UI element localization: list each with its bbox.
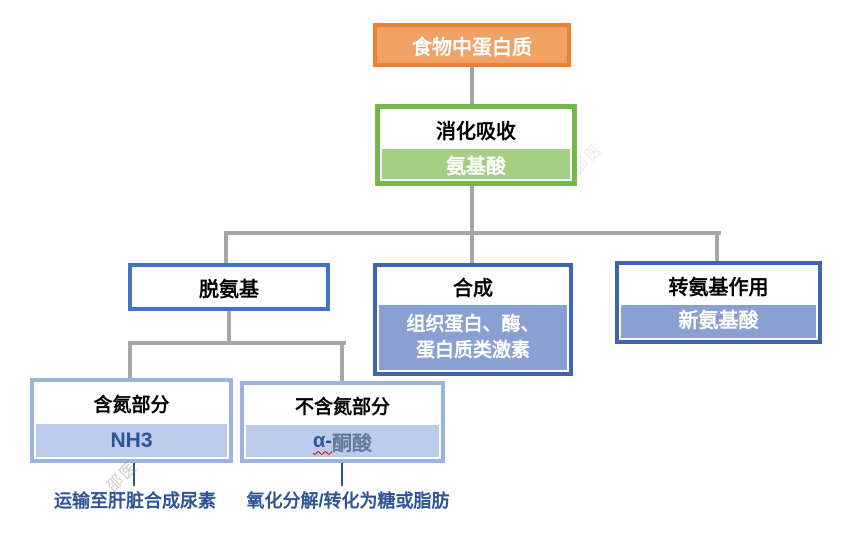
connector-drop-transamination xyxy=(715,231,719,263)
connector-branch-horizontal xyxy=(224,231,721,235)
node-synthesis-result-line2: 蛋白质类激素 xyxy=(415,339,530,361)
node-digestion-result: 氨基酸 xyxy=(382,149,570,179)
node-non-nitrogen-part: 不含氮部分 α-酮酸 xyxy=(240,381,445,463)
node-deamination: 脱氨基 xyxy=(128,263,330,311)
node-transamination: 转氨基作用 新氨基酸 xyxy=(615,261,822,344)
node-digestion-title: 消化吸收 xyxy=(436,120,516,143)
node-deamination-title: 脱氨基 xyxy=(199,278,259,301)
node-synthesis-result-line1: 组织蛋白、酶、 xyxy=(406,313,540,335)
connector-nitrogen-to-urea-note xyxy=(133,463,135,486)
node-non-nitrogen-part-title: 不含氮部分 xyxy=(294,396,390,418)
connector-non-nitrogen-to-oxidation-note xyxy=(341,463,343,486)
node-nitrogen-part: 含氮部分 NH3 xyxy=(30,378,233,463)
node-digestion: 消化吸收 氨基酸 xyxy=(375,104,577,186)
oxidation-note: 氧化分解/转化为糖或脂肪 xyxy=(246,491,450,511)
node-synthesis-result: 组织蛋白、酶、 蛋白质类激素 xyxy=(379,305,567,370)
connector-deamination-horizontal xyxy=(128,341,346,345)
alpha-keto-rest: 酮酸 xyxy=(331,432,372,455)
connector-drop-deamination xyxy=(224,231,228,265)
connector-drop-nitrogen xyxy=(128,341,132,380)
alpha-keto-prefix: α- xyxy=(313,429,332,452)
node-nitrogen-part-result: NH3 xyxy=(36,424,227,457)
node-synthesis: 合成 组织蛋白、酶、 蛋白质类激素 xyxy=(373,263,573,376)
node-food-protein-label: 食物中蛋白质 xyxy=(412,36,532,59)
node-nitrogen-part-title: 含氮部分 xyxy=(93,394,170,416)
urea-note: 运输至肝脏合成尿素 xyxy=(54,491,216,511)
connector-food-to-digestion xyxy=(470,66,474,106)
node-non-nitrogen-part-result: α-酮酸 xyxy=(246,425,439,457)
node-transamination-result: 新氨基酸 xyxy=(621,305,816,338)
node-synthesis-title: 合成 xyxy=(453,277,493,300)
node-food-protein: 食物中蛋白质 xyxy=(373,23,571,67)
connector-drop-non-nitrogen xyxy=(340,341,344,383)
connector-digestion-to-synthesis xyxy=(470,185,474,265)
node-transamination-title: 转氨基作用 xyxy=(668,276,769,299)
connector-deamination-down xyxy=(227,309,231,343)
